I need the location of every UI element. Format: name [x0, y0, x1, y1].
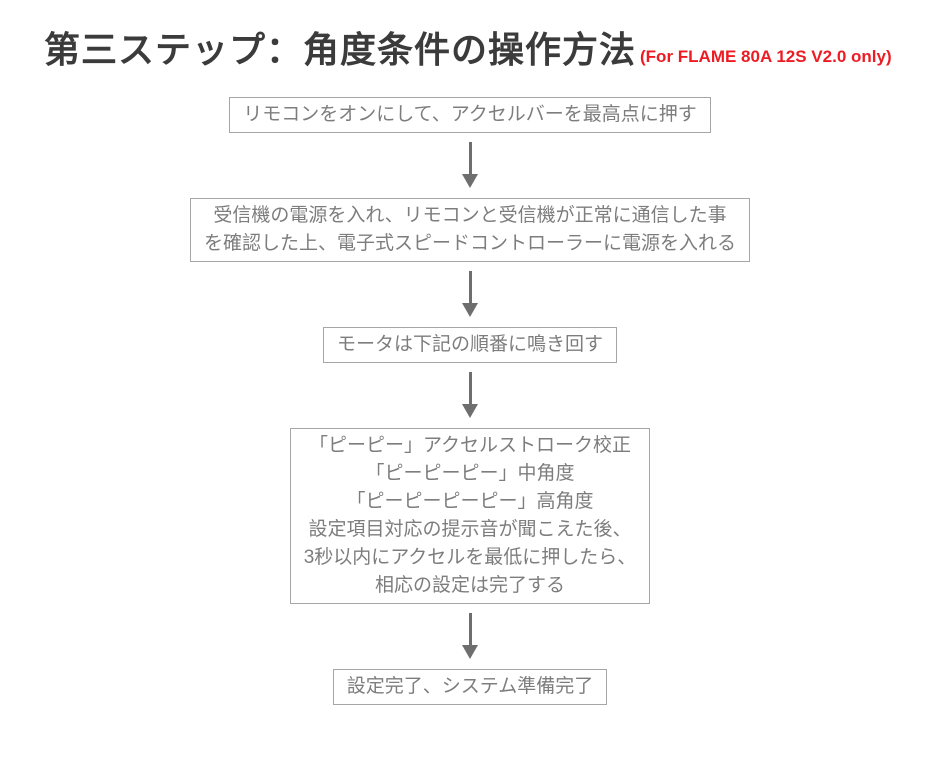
arrow-down-icon: [462, 613, 478, 659]
flow-step-motor-beep-order: モータは下記の順番に鳴き回す: [322, 327, 617, 363]
flowchart: リモコンをオンにして、アクセルバーを最高点に押す 受信機の電源を入れ、リモコンと…: [0, 97, 940, 705]
arrow-shaft: [468, 372, 472, 404]
flow-step-text: 設定項目対応の提示音が聞こえた後、: [308, 519, 632, 540]
flow-step-text: 3秒以内にアクセルを最低に押したら、: [303, 547, 637, 568]
flow-step-text: 「ピーピーピー」中角度: [365, 463, 575, 484]
flow-step-text: 受信機の電源を入れ、リモコンと受信機が正常に通信した事: [213, 205, 727, 226]
arrow-down-icon: [462, 372, 478, 418]
page-title-note: (For FLAME 80A 12S V2.0 only): [640, 47, 892, 66]
page-title-text: 第三ステップ：角度条件の操作方法: [44, 29, 637, 70]
flow-step-text: を確認した上、電子式スピードコントローラーに電源を入れる: [203, 233, 736, 254]
arrow-head: [462, 645, 478, 659]
flow-step-text: 相応の設定は完了する: [374, 575, 565, 596]
arrow-shaft: [468, 271, 472, 303]
flow-step-turn-on-remote: リモコンをオンにして、アクセルバーを最高点に押す: [229, 97, 711, 133]
flow-step-text: 「ピーピーピーピー」高角度: [346, 491, 594, 512]
arrow-head: [462, 174, 478, 188]
arrow-head: [462, 303, 478, 317]
flow-step-beep-meanings: 「ピーピー」アクセルストローク校正 「ピーピーピー」中角度 「ピーピーピーピー」…: [289, 428, 651, 604]
flow-step-text: 設定完了、システム準備完了: [346, 676, 594, 697]
arrow-shaft: [468, 142, 472, 174]
arrow-down-icon: [462, 271, 478, 317]
flow-step-text: 「ピーピー」アクセルストローク校正: [308, 435, 632, 456]
arrow-head: [462, 404, 478, 418]
flow-step-text: モータは下記の順番に鳴き回す: [336, 334, 603, 355]
page-title: 第三ステップ：角度条件の操作方法 (For FLAME 80A 12S V2.0…: [44, 28, 892, 71]
arrow-down-icon: [462, 142, 478, 188]
flow-step-power-receiver-and-esc: 受信機の電源を入れ、リモコンと受信機が正常に通信した事 を確認した上、電子式スピ…: [189, 198, 750, 262]
arrow-shaft: [468, 613, 472, 645]
flow-step-setup-complete: 設定完了、システム準備完了: [332, 669, 608, 705]
flow-step-text: リモコンをオンにして、アクセルバーを最高点に押す: [243, 104, 697, 125]
